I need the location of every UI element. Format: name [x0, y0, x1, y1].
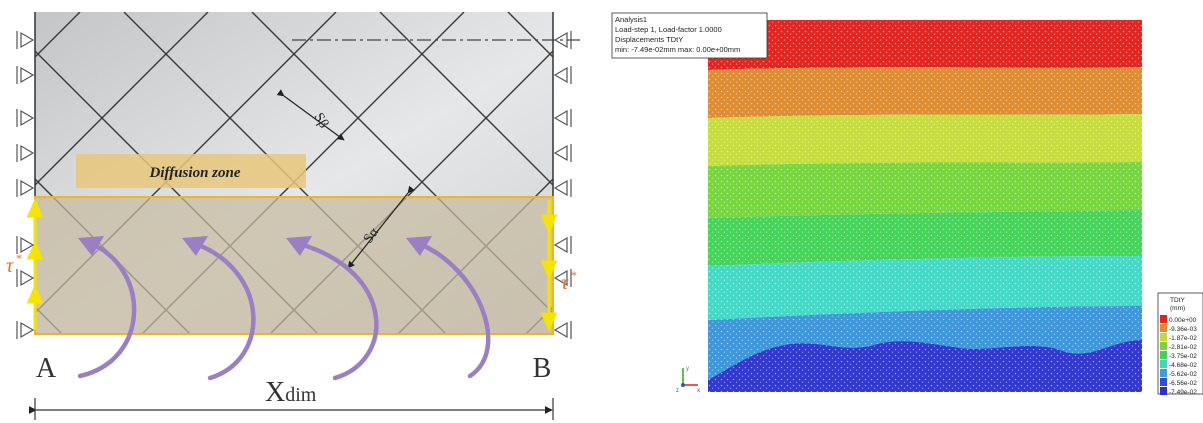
diffusion-zone-label-box: [76, 154, 306, 188]
support-icon: [553, 109, 572, 127]
supports-left: [16, 31, 35, 339]
axis-triad: y x z: [676, 366, 700, 394]
diffusion-arrow-4: [417, 241, 491, 379]
legend-swatch: [1160, 369, 1167, 377]
legend-value: 0.00e+00: [1169, 317, 1197, 324]
support-icon: [16, 269, 35, 287]
triad-y-label: y: [686, 366, 689, 372]
support-icon: [553, 179, 572, 197]
diffusion-arrow-2: [193, 241, 256, 381]
info-line-1: Analysis1: [615, 15, 647, 24]
diffusion-arrow-3: [297, 241, 379, 381]
support-icon: [16, 109, 35, 127]
legend-value: -5.62e-02: [1169, 371, 1197, 378]
legend-swatch: [1160, 387, 1167, 395]
legend-swatch: [1160, 360, 1167, 368]
support-icon: [553, 321, 572, 339]
legend-rows: 0.00e+00 -9.36e-03 -1.87e-02 -2.81e-02 -3.75…: [1160, 315, 1197, 396]
arrow-head-2: [182, 236, 208, 256]
support-icon: [16, 236, 35, 254]
support-icon: [16, 321, 35, 339]
legend-swatch: [1160, 342, 1167, 350]
color-legend: TDtY (mm) 0.00e+00 -9.36e-03 -1.87e-02 -2.8…: [1157, 292, 1203, 396]
support-icon: [553, 66, 572, 84]
analysis-info-box: [611, 12, 768, 59]
supports-right: [553, 31, 572, 339]
legend-title: TDtY: [1170, 297, 1185, 304]
legend-value: -3.75e-02: [1169, 353, 1197, 360]
legend-value: -2.81e-02: [1169, 344, 1197, 351]
sbeta-label: Sβ: [311, 111, 331, 131]
support-icon: [16, 31, 35, 49]
legend-swatch: [1160, 378, 1167, 386]
arrow-head-4: [406, 236, 432, 256]
info-line-2: Load-step 1, Load-factor 1.0000: [615, 25, 722, 34]
diffusion-arrow-heads: [78, 236, 432, 256]
tau-left-label: τ: [6, 255, 14, 277]
tau-left-superscript: *: [16, 251, 22, 265]
sbeta-dimension-line: [276, 89, 345, 141]
support-icon: [553, 31, 572, 49]
support-icon: [16, 66, 35, 84]
support-icon: [553, 236, 572, 254]
support-icon: [16, 179, 35, 197]
triad-z-label: z: [676, 388, 679, 394]
support-icon: [553, 269, 572, 287]
legend-value: -1.87e-02: [1169, 335, 1197, 342]
diffusion-zone-label: Diffusion zone: [149, 165, 241, 181]
info-line-4: min: -7.49e-02mm max: 0.00e+00mm: [615, 45, 740, 54]
tau-right-superscript: *: [571, 268, 577, 282]
legend-value: -7.49e-02: [1169, 389, 1197, 396]
legend-value: -9.36e-03: [1169, 326, 1197, 333]
mesh-texture: [708, 20, 1142, 392]
legend-swatch: [1160, 315, 1167, 323]
triad-x-label: x: [697, 388, 700, 394]
legend-value: -4.68e-02: [1169, 362, 1197, 369]
xdim-label-main: X: [265, 377, 285, 408]
legend-swatch: [1160, 351, 1167, 359]
legend-unit: (mm): [1170, 305, 1185, 312]
diffusion-arrow-1: [77, 241, 137, 379]
legend-swatch: [1160, 333, 1167, 341]
info-line-3: Displacements TDtY: [615, 35, 683, 44]
xdim-label-sub: dim: [285, 384, 317, 406]
displacement-bands: [708, 20, 1142, 392]
support-icon: [16, 144, 35, 162]
xdim-label: Xdim: [265, 377, 317, 408]
point-b-label: B: [533, 353, 552, 384]
right-fem-result: Analysis1 Load-step 1, Load-factor 1.000…: [611, 12, 1203, 396]
point-a-label: A: [36, 353, 57, 384]
shear-arrows-left: [26, 198, 44, 330]
shear-arrows-right: [540, 200, 558, 332]
legend-value: -6.56e-02: [1169, 380, 1197, 387]
legend-swatch: [1160, 324, 1167, 332]
salpha-dimension-line: [347, 185, 415, 269]
rebar-line: [35, 12, 209, 186]
arrow-head-3: [286, 236, 312, 256]
tau-right-label: τ: [561, 272, 569, 294]
diffusion-zone-region: [34, 196, 554, 335]
diffusion-arrows: [77, 241, 491, 381]
left-diagram: Diffusion zone Sβ Sα: [6, 12, 580, 420]
arrow-head-1: [78, 236, 104, 256]
support-icon: [553, 144, 572, 162]
